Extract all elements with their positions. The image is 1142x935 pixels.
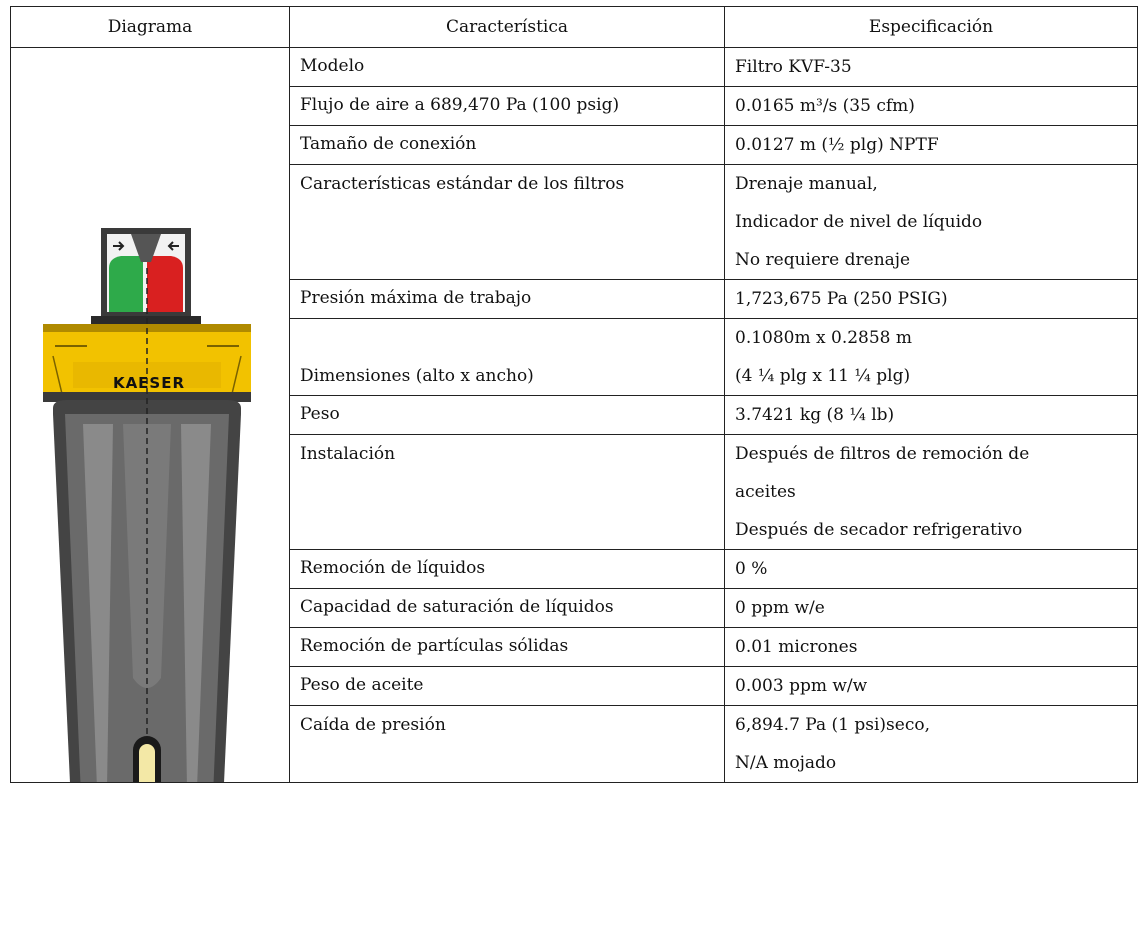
spec-line: Filtro KVF-35 [735,57,852,77]
feature-cell: Características estándar de los filtros [289,164,725,280]
spec-line: Después de secador refrigerativo [735,520,1023,540]
spec-cell: 0 ppm w/e [724,588,1138,628]
red-indicator [147,256,183,312]
spec-line: 0 ppm w/e [735,598,825,618]
header-feature: Característica [289,6,725,48]
feature-cell: Tamaño de conexión [289,125,725,165]
spec-line: 1,723,675 Pa (250 PSIG) [735,289,948,309]
spec-cell: 0 % [724,549,1138,589]
feature-text: Características estándar de los filtros [300,174,625,194]
feature-text: Caída de presión [300,715,446,735]
spec-line: N/A mojado [735,753,837,773]
spec-cell: 1,723,675 Pa (250 PSIG) [724,279,1138,319]
table-row: Peso 3.7421 kg (8 ¼ lb) [11,395,1138,435]
spec-cell: 0.01 micrones [724,627,1138,667]
spec-cell: Después de filtros de remoción de aceite… [724,434,1138,550]
spec-cell: Drenaje manual, Indicador de nivel de lí… [724,164,1138,280]
spec-cell: Filtro KVF-35 [724,47,1138,87]
table-row: Dimensiones (alto x ancho) 0.1080m x 0.2… [11,318,1138,396]
spec-line: 0.0165 m³/s (35 cfm) [735,96,915,116]
spec-line: 6,894.7 Pa (1 psi)seco, [735,715,930,735]
feature-cell: Remoción de partículas sólidas [289,627,725,667]
specification-table: Diagrama Característica Especificación [10,6,1138,783]
table-row: Peso de aceite 0.003 ppm w/w [11,666,1138,706]
spec-line: Después de filtros de remoción de [735,444,1030,464]
spec-line: Drenaje manual, [735,174,878,194]
feature-cell: Caída de presión [289,705,725,783]
spec-line: 0.1080m x 0.2858 m [735,328,913,348]
spec-line: 0.0127 m (½ plg) NPTF [735,135,939,155]
spec-line: 3.7421 kg (8 ¼ lb) [735,405,895,425]
feature-cell: Remoción de líquidos [289,549,725,589]
spec-cell: 0.0165 m³/s (35 cfm) [724,86,1138,126]
feature-text: Dimensiones (alto x ancho) [300,366,534,386]
kaeser-logo: KAESER [112,374,186,392]
feature-text: Instalación [300,444,396,464]
table-row: Características estándar de los filtros … [11,164,1138,280]
spec-cell: 0.0127 m (½ plg) NPTF [724,125,1138,165]
table-row: Caída de presión 6,894.7 Pa (1 psi)seco,… [11,705,1138,783]
spec-line: 0.003 ppm w/w [735,676,868,696]
table-row: KAESER Modelo Filtro KVF-35 [10,47,1138,783]
spec-cell: 0.1080m x 0.2858 m (4 ¼ plg x 11 ¼ plg) [724,318,1138,396]
green-indicator [109,256,143,312]
table-row: Remoción de líquidos 0 % [11,549,1138,589]
spec-line: 0.01 micrones [735,637,858,657]
indicator-needle [131,234,161,262]
table-row: Capacidad de saturación de líquidos 0 pp… [11,588,1138,628]
table-row: Flujo de aire a 689,470 Pa (100 psig) 0.… [11,86,1138,126]
feature-cell: Modelo [289,47,725,87]
feature-cell: Capacidad de saturación de líquidos [289,588,725,628]
spec-cell: 3.7421 kg (8 ¼ lb) [724,395,1138,435]
spec-line: 0 % [735,559,768,579]
header-spec: Especificación [724,6,1138,48]
feature-cell: Peso [289,395,725,435]
feature-cell: Instalación [289,434,725,550]
feature-cell: Dimensiones (alto x ancho) [289,318,725,396]
spec-line: (4 ¼ plg x 11 ¼ plg) [735,366,911,386]
spec-line: No requiere drenaje [735,250,911,270]
table-row: Instalación Después de filtros de remoci… [11,434,1138,550]
header-row: Diagrama Característica Especificación [10,6,1138,48]
table-row: Presión máxima de trabajo 1,723,675 Pa (… [11,279,1138,319]
spec-cell: 6,894.7 Pa (1 psi)seco, N/A mojado [724,705,1138,783]
header-diagram: Diagrama [10,6,290,48]
feature-cell: Peso de aceite [289,666,725,706]
spec-cell: 0.003 ppm w/w [724,666,1138,706]
feature-cell: Flujo de aire a 689,470 Pa (100 psig) [289,86,725,126]
spec-line: aceites [735,482,796,502]
kaeser-filter-diagram [43,228,251,782]
diagram-cell: KAESER [10,47,290,783]
feature-cell: Presión máxima de trabajo [289,279,725,319]
spec-line: Indicador de nivel de líquido [735,212,983,232]
